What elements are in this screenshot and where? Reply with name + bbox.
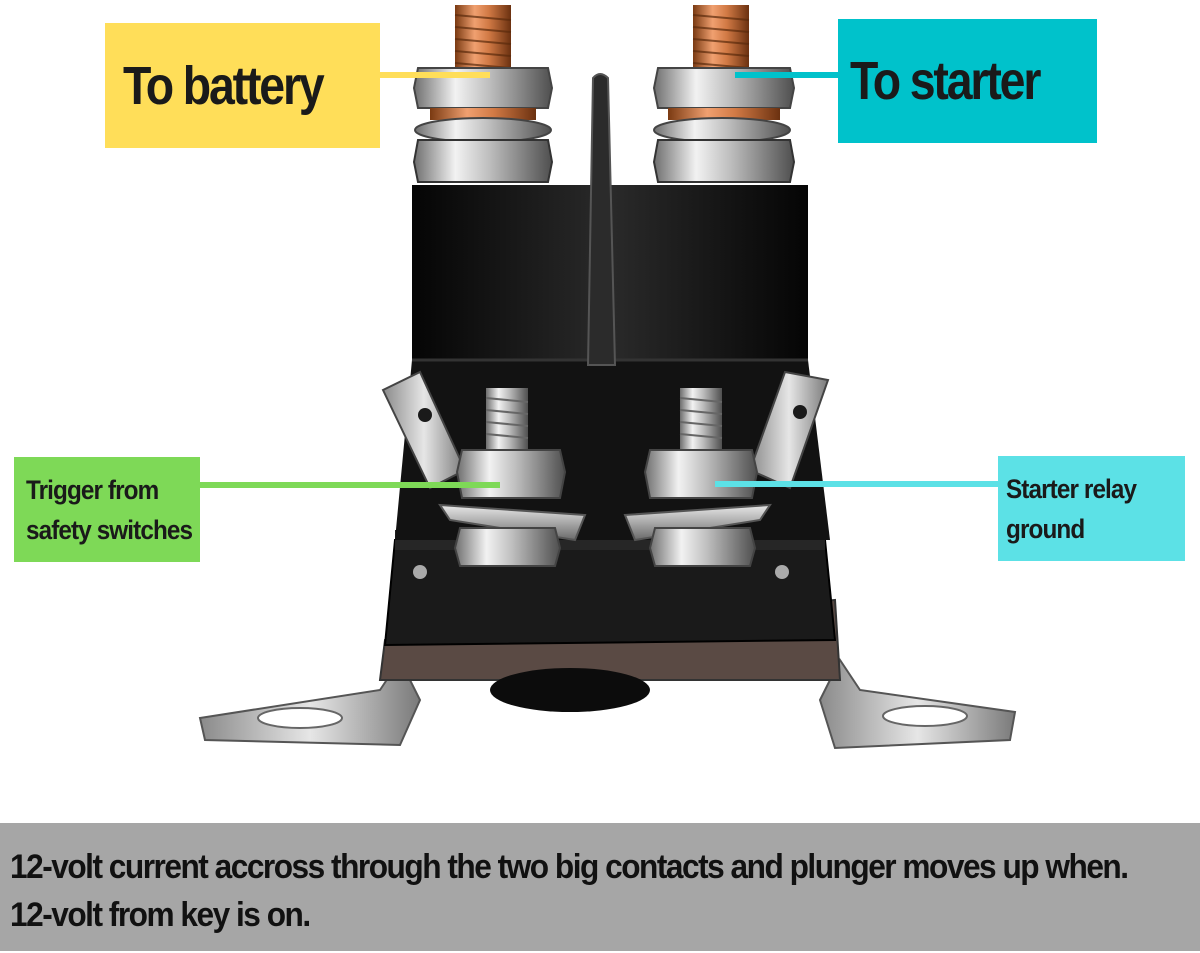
- to-battery-label: To battery: [105, 23, 380, 148]
- trigger-label-line2: safety switches: [26, 514, 193, 545]
- ground-label-line1: Starter relay: [1006, 473, 1137, 504]
- to-battery-text: To battery: [123, 55, 325, 116]
- caption-line1: 12-volt current accross through the two …: [10, 848, 1129, 886]
- to-starter-label: To starter: [838, 19, 1097, 143]
- ground-label-line2: ground: [1006, 513, 1085, 544]
- starter-terminal: [652, 5, 796, 183]
- trigger-label: Trigger from safety switches: [14, 457, 200, 562]
- trigger-terminal: [381, 370, 587, 567]
- ground-label: Starter relay ground: [998, 456, 1185, 561]
- battery-terminal: [412, 5, 554, 183]
- caption-line2: 12-volt from key is on.: [10, 896, 311, 934]
- to-starter-text: To starter: [850, 51, 1041, 111]
- leader-lines: [200, 72, 998, 488]
- caption-band: 12-volt current accross through the two …: [0, 823, 1200, 951]
- trigger-label-line1: Trigger from: [26, 474, 159, 505]
- solenoid-base: [383, 530, 837, 712]
